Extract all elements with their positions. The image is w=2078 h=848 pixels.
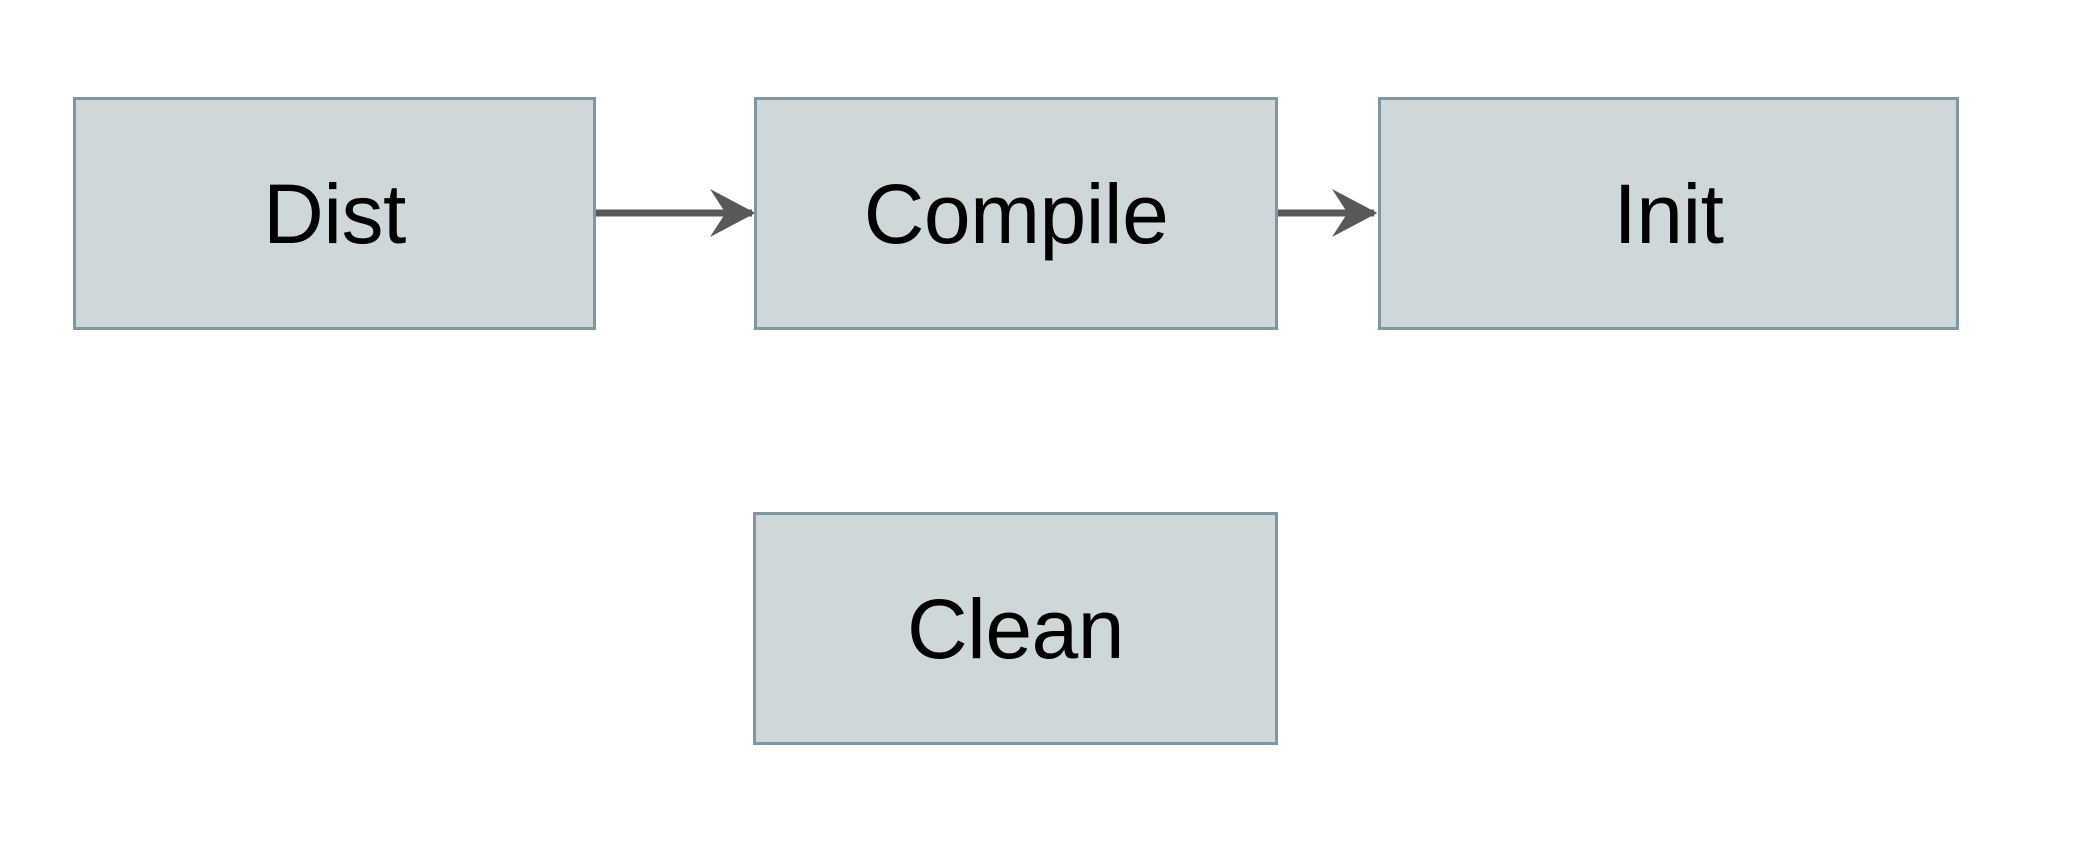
node-clean[interactable]: Clean	[753, 512, 1278, 745]
node-init[interactable]: Init	[1378, 97, 1959, 330]
node-compile-label: Compile	[863, 166, 1169, 261]
node-compile[interactable]: Compile	[754, 97, 1278, 330]
node-dist-label: Dist	[263, 166, 406, 261]
node-clean-label: Clean	[907, 581, 1124, 676]
node-init-label: Init	[1613, 166, 1724, 261]
node-dist[interactable]: Dist	[73, 97, 596, 330]
